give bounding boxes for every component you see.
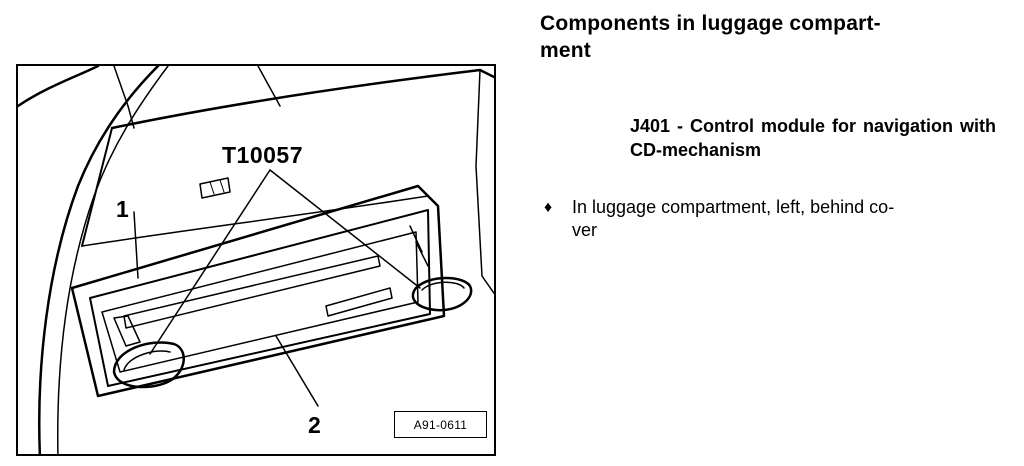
component-code: J401 [630, 116, 671, 136]
callout-2: 2 [308, 412, 321, 438]
bullet-item: ♦ In luggage compartment, left, behind c… [544, 196, 994, 242]
tool-callout-label: T10057 [222, 142, 304, 168]
callout-1: 1 [116, 196, 129, 222]
module-drawing [18, 66, 494, 454]
diamond-bullet-icon: ♦ [544, 199, 553, 216]
text-column: Components in luggage compart-ment J401 … [540, 10, 1000, 240]
component-description: Control module for navigation with CD-me… [630, 116, 996, 160]
component-illustration: T10057 1 2 A91-0611 [16, 64, 496, 456]
section-heading: Components in luggage compart-ment [540, 12, 881, 62]
figure-id-box: A91-0611 [394, 411, 487, 438]
bullet-text: In luggage compartment, left, behind co-… [572, 197, 895, 240]
component-entry: J401 - Control module for navigation wit… [630, 114, 996, 162]
component-separator: - [677, 116, 684, 136]
